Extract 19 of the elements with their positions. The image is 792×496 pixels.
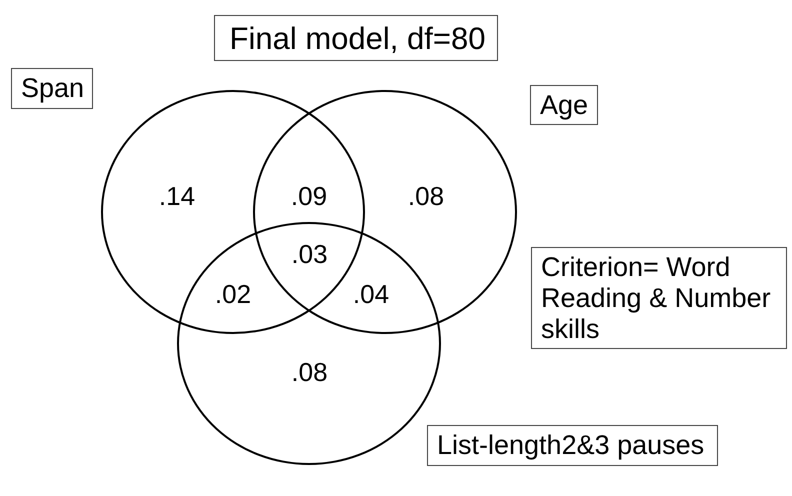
label-frame [11,68,93,109]
variance-value: .09 [290,181,328,211]
variance-value: .14 [158,181,196,211]
criterion-note: Criterion= Word Reading & Number skills [541,252,772,344]
label-frame [530,85,598,125]
label-frame [214,15,498,61]
variable-label: List-length2&3 pauses [437,430,704,461]
variable-label: Span [21,73,84,104]
model-title: Final model, df=80 [230,20,486,56]
variance-value: .02 [214,279,252,309]
variance-value: .03 [291,239,328,269]
variance-value: .08 [291,357,328,387]
variable-label: Age [540,90,588,120]
variance-value: .04 [352,279,390,309]
venn-circle [253,90,517,334]
label-frame [531,247,787,349]
venn-circle [177,222,441,465]
variance-value: .08 [408,181,444,211]
label-frame [427,425,718,466]
